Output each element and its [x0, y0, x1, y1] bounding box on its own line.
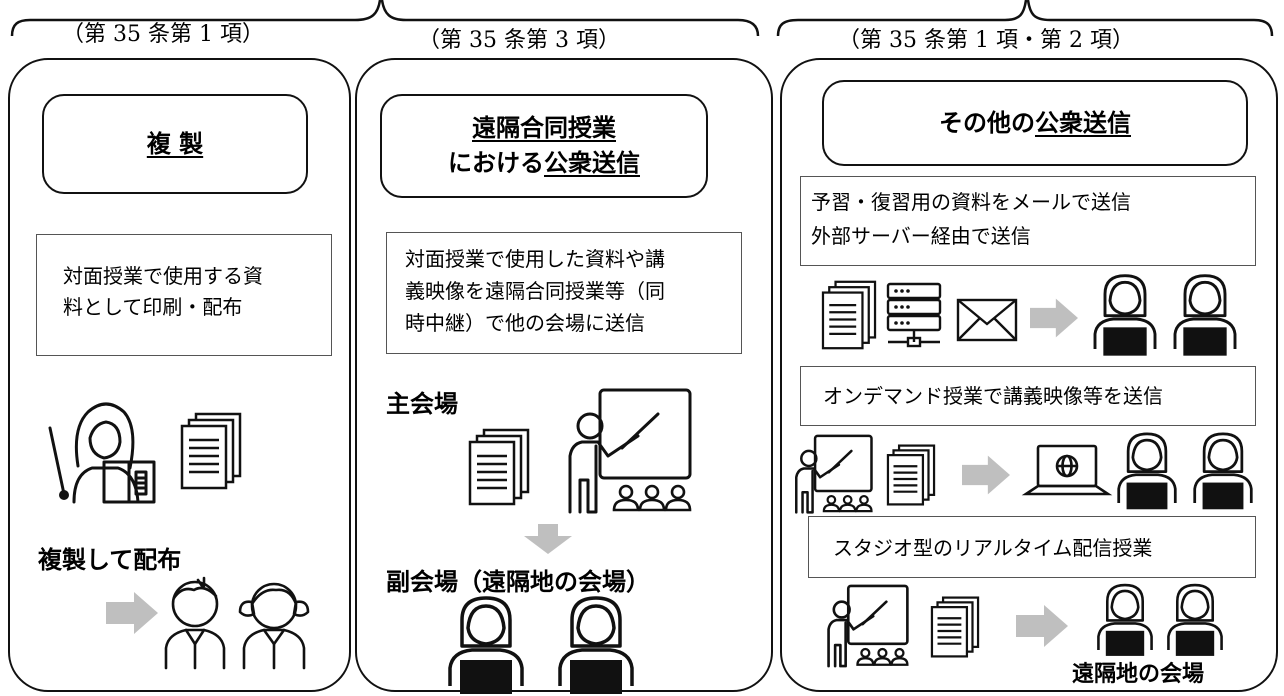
remote-venue-label: 遠隔地の会場 — [1072, 662, 1205, 687]
remote-student-icon — [1117, 432, 1177, 510]
arrow-right-icon — [106, 592, 158, 634]
remote-student-icon — [558, 596, 634, 694]
case3-description: スタジオ型のリアルタイム配信授業 — [808, 516, 1256, 578]
lecturer-at-board-icon — [827, 584, 909, 668]
arrow-right-icon — [1030, 298, 1078, 338]
remote-student-icon — [448, 596, 524, 694]
documents-icon — [886, 444, 936, 506]
middle-section-caption: （第 35 条第 3 項） — [418, 28, 620, 53]
arrow-right-icon — [1016, 605, 1068, 647]
student-girl-icon — [238, 582, 310, 670]
remote-joint-title-box: 遠隔合同授業 における公衆送信 — [380, 94, 708, 198]
teacher-with-book-icon — [48, 402, 156, 504]
envelope-icon — [956, 298, 1018, 342]
right-section-caption: （第 35 条第 1 項・第 2 項） — [838, 28, 1134, 53]
lecturer-at-board-icon — [795, 434, 873, 514]
reproduction-desc-line1: 対面授業で使用する資 — [63, 264, 263, 288]
other-title-underlined: 公衆送信 — [1035, 108, 1131, 137]
documents-icon — [180, 412, 242, 490]
main-venue-label: 主会場 — [386, 390, 458, 418]
remote-joint-desc-line3: 時中継）で他の会場に送信 — [405, 311, 645, 335]
case1-description: 予習・復習用の資料をメールで送信 外部サーバー経由で送信 — [800, 176, 1256, 266]
remote-student-icon — [1193, 432, 1253, 510]
reproduction-title-box: 複 製 — [42, 94, 308, 194]
case2-text: オンデマンド授業で講義映像等を送信 — [823, 384, 1163, 408]
remote-student-icon — [1173, 274, 1237, 356]
reproduction-label: 複製して配布 — [38, 546, 182, 574]
left-section-caption: （第 35 条第 1 項） — [62, 22, 264, 47]
documents-icon — [821, 280, 877, 350]
remote-student-icon — [1097, 583, 1153, 656]
sub-venue-label: 副会場（遠隔地の会場） — [386, 568, 650, 596]
case3-text: スタジオ型のリアルタイム配信授業 — [833, 536, 1153, 560]
reproduction-title: 複 製 — [146, 129, 204, 158]
top-braces — [10, 0, 1274, 37]
other-transmission-panel — [780, 58, 1278, 692]
case1-line1: 予習・復習用の資料をメールで送信 — [811, 190, 1131, 214]
case1-line2: 外部サーバー経由で送信 — [811, 224, 1031, 248]
remote-student-icon — [1167, 583, 1223, 656]
other-title-plain: その他の — [939, 108, 1035, 137]
lecturer-at-board-icon — [568, 388, 692, 514]
remote-joint-title-line2-plain: における — [448, 149, 544, 177]
arrow-right-icon — [962, 455, 1010, 495]
remote-joint-title-line1: 遠隔合同授業 — [472, 114, 616, 143]
reproduction-desc-line2: 料として印刷・配布 — [63, 295, 243, 319]
remote-joint-desc-line2: 義映像を遠隔合同授業等（同 — [405, 279, 665, 303]
remote-joint-description: 対面授業で使用した資料や講 義映像を遠隔合同授業等（同 時中継）で他の会場に送信 — [386, 232, 742, 354]
case2-description: オンデマンド授業で講義映像等を送信 — [800, 366, 1256, 426]
remote-joint-title-line2-underlined: 公衆送信 — [544, 149, 640, 177]
documents-icon — [930, 596, 980, 658]
server-icon — [886, 282, 942, 348]
documents-icon — [468, 428, 530, 506]
remote-student-icon — [1093, 274, 1157, 356]
reproduction-panel — [8, 58, 351, 692]
other-title-box: その他の公衆送信 — [822, 80, 1248, 166]
remote-joint-desc-line1: 対面授業で使用した資料や講 — [405, 247, 665, 271]
arrow-down-icon — [524, 524, 572, 554]
remote-joint-panel — [355, 58, 773, 692]
laptop-globe-icon — [1021, 444, 1113, 496]
reproduction-description: 対面授業で使用する資 料として印刷・配布 — [36, 234, 332, 356]
student-boy-icon — [164, 576, 226, 670]
